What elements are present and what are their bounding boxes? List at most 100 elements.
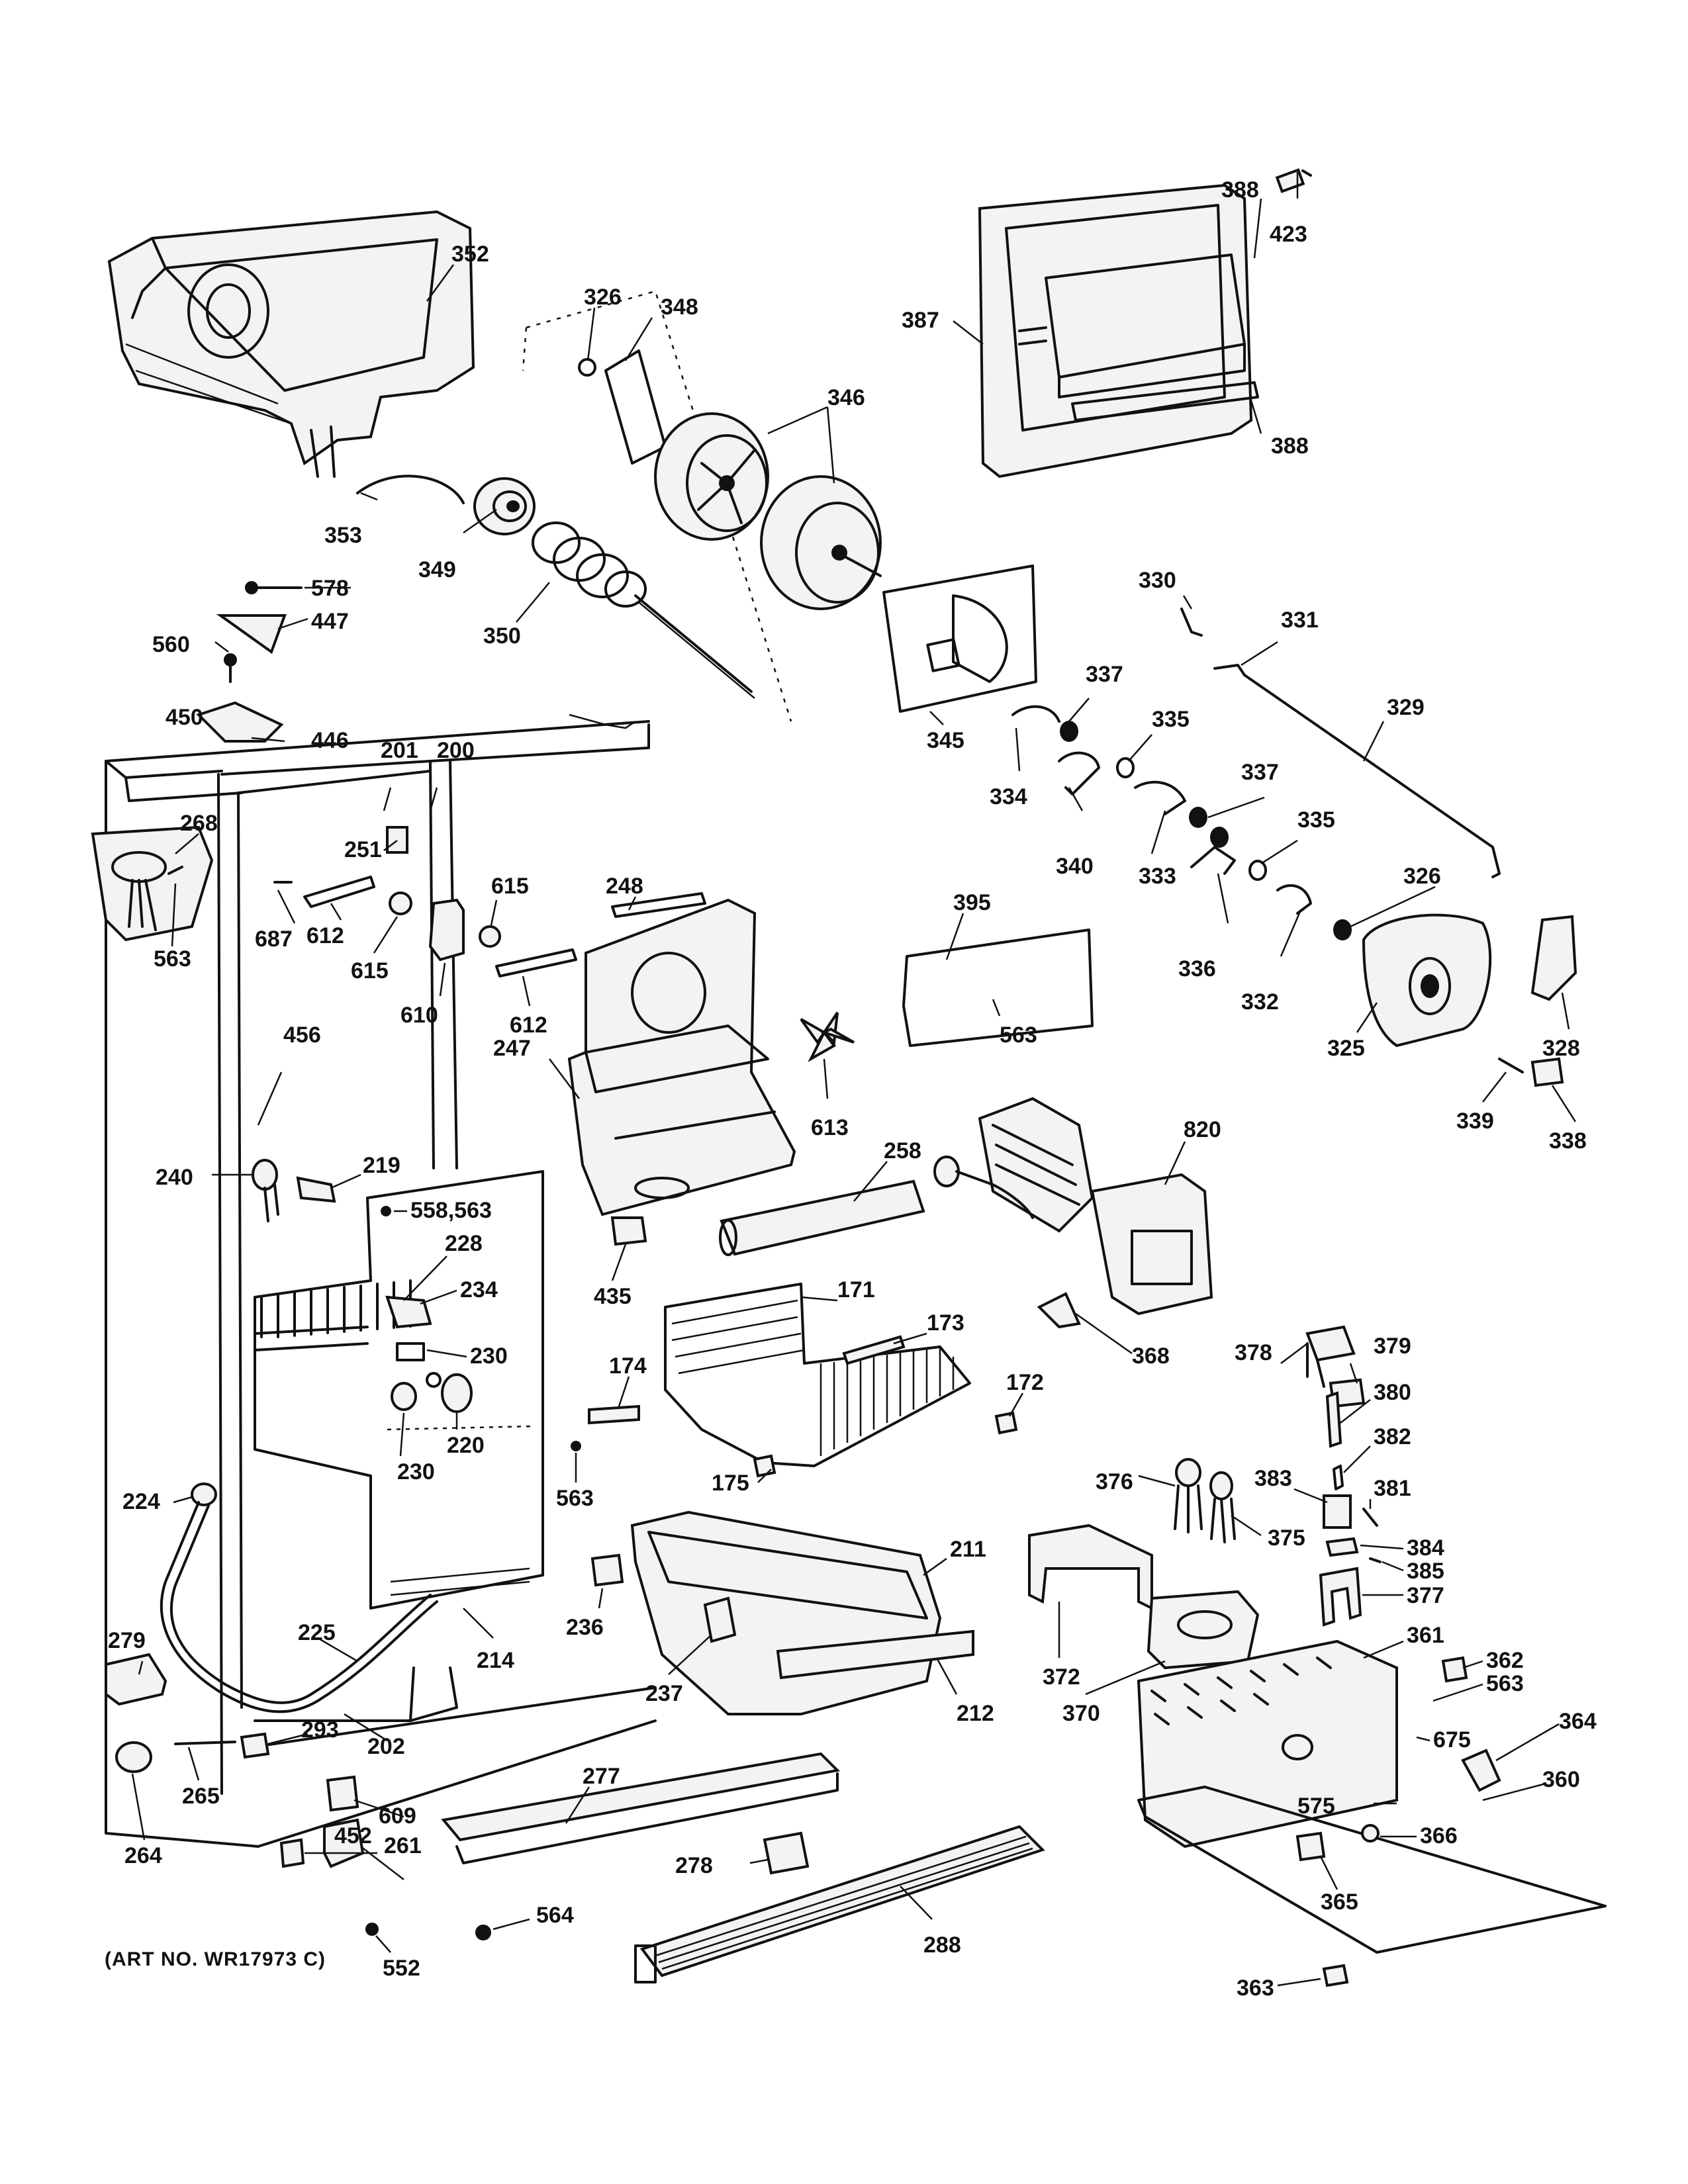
- part-spring-330: [1180, 608, 1203, 637]
- part-370: [1147, 1590, 1260, 1670]
- part-base-360: [1137, 1786, 1607, 1954]
- part-screw-552: [365, 1923, 379, 1936]
- callout-365: 365: [1321, 1889, 1358, 1915]
- part-172: [994, 1411, 1018, 1435]
- callout-350: 350: [483, 623, 521, 649]
- part-washer: [578, 358, 596, 377]
- callout-212: 212: [957, 1701, 994, 1726]
- callout-383: 383: [1254, 1466, 1292, 1491]
- part-265: [174, 1741, 236, 1745]
- callout-340: 340: [1056, 854, 1094, 879]
- part-365: [1295, 1831, 1326, 1862]
- part-372: [1028, 1524, 1153, 1611]
- part-364: [1461, 1749, 1501, 1792]
- callout-382: 382: [1374, 1424, 1411, 1449]
- callout-610: 610: [400, 1003, 438, 1028]
- part-clip-331: [1213, 664, 1246, 676]
- callout-172: 172: [1006, 1370, 1044, 1395]
- callout-219: 219: [363, 1153, 400, 1178]
- part-220: [441, 1373, 473, 1413]
- callout-288: 288: [923, 1933, 961, 1958]
- callout-171: 171: [837, 1277, 875, 1302]
- callout-247: 247: [493, 1036, 531, 1061]
- callout-329: 329: [1387, 695, 1425, 720]
- callout-335: 335: [1152, 707, 1190, 732]
- callout-278: 278: [675, 1853, 713, 1878]
- part-377: [1319, 1567, 1362, 1627]
- callout-293: 293: [301, 1717, 339, 1743]
- callout-258: 258: [884, 1138, 921, 1163]
- part-240: [252, 1159, 279, 1222]
- callout-331: 331: [1281, 608, 1319, 633]
- callout-612: 612: [306, 923, 344, 948]
- callout-362: 362: [1486, 1648, 1524, 1673]
- part-bracket-446: [196, 701, 284, 743]
- part-384: [1325, 1537, 1359, 1557]
- callout-612: 612: [510, 1013, 547, 1038]
- callout-687: 687: [255, 927, 293, 952]
- callout-338: 338: [1549, 1128, 1587, 1154]
- part-279: [105, 1653, 167, 1706]
- part-362: [1441, 1656, 1468, 1683]
- callout-563: 563: [154, 946, 191, 972]
- part-382: [1333, 1465, 1344, 1490]
- part-clip-338: [1530, 1057, 1564, 1087]
- callout-820: 820: [1184, 1117, 1221, 1142]
- callout-379: 379: [1374, 1334, 1411, 1359]
- callout-237: 237: [645, 1681, 683, 1706]
- part-dispenser-frame: [978, 183, 1259, 478]
- callout-220: 220: [447, 1433, 485, 1458]
- callout-349: 349: [418, 557, 456, 582]
- callout-364: 364: [1559, 1709, 1597, 1734]
- callout-337: 337: [1086, 662, 1123, 687]
- callout-345: 345: [927, 728, 964, 753]
- callout-558-563: 558,563: [410, 1198, 492, 1223]
- callout-173: 173: [927, 1310, 964, 1336]
- callout-339: 339: [1456, 1109, 1494, 1134]
- part-small-roller: [1275, 168, 1312, 193]
- callout-380: 380: [1374, 1380, 1411, 1405]
- part-drum-front: [654, 412, 769, 541]
- callout-225: 225: [298, 1620, 336, 1645]
- callout-277: 277: [583, 1764, 620, 1789]
- part-pin: [1498, 1058, 1524, 1073]
- part-174: [588, 1404, 640, 1425]
- callout-335: 335: [1297, 807, 1335, 833]
- callout-330: 330: [1139, 568, 1176, 593]
- callout-447: 447: [311, 609, 349, 634]
- part-air-duct: [567, 898, 796, 1216]
- callout-613: 613: [811, 1115, 849, 1140]
- callout-381: 381: [1374, 1476, 1411, 1501]
- callout-361: 361: [1407, 1623, 1444, 1648]
- callout-228: 228: [445, 1231, 483, 1256]
- callout-446: 446: [311, 728, 349, 753]
- part-383: [1323, 1494, 1352, 1529]
- callout-326: 326: [584, 285, 622, 310]
- callout-201: 201: [381, 738, 418, 763]
- callout-378: 378: [1235, 1340, 1272, 1365]
- part-screw-564: [475, 1925, 491, 1940]
- part-615b: [479, 925, 501, 948]
- part-261: [323, 1818, 365, 1868]
- callout-268: 268: [180, 811, 218, 836]
- callout-265: 265: [182, 1784, 220, 1809]
- art-number-caption: (ART NO. WR17973 C): [105, 1948, 326, 1970]
- part-236: [590, 1553, 624, 1587]
- part-gear-train: [1011, 705, 1352, 940]
- part-grommet: [426, 1372, 442, 1388]
- part-screw-560: [224, 653, 237, 683]
- callout-563: 563: [1486, 1671, 1524, 1696]
- callout-452: 452: [334, 1823, 372, 1848]
- part-mounting-plate: [882, 565, 1037, 713]
- part-615a: [389, 891, 412, 915]
- part-435: [610, 1216, 647, 1246]
- part-rail-277: [441, 1752, 841, 1842]
- callout-346: 346: [827, 385, 865, 410]
- part-234: [385, 1295, 432, 1329]
- part-blade-plate: [604, 349, 667, 465]
- callout-387: 387: [902, 308, 939, 333]
- part-264: [115, 1741, 152, 1773]
- callout-353: 353: [324, 523, 362, 548]
- part-385: [1369, 1557, 1382, 1563]
- callout-578: 578: [311, 576, 349, 601]
